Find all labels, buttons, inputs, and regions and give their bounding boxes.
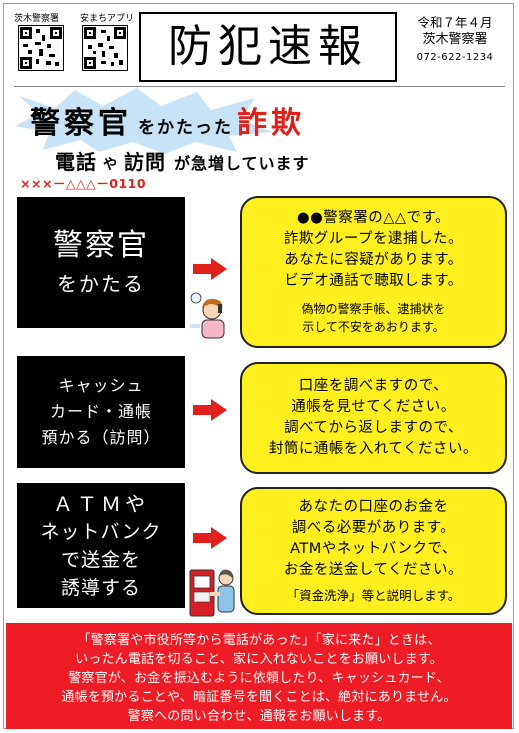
footer-line: 警察への問い合わせ、通報をお願いします。 [127, 709, 391, 724]
atm-user-illustration-icon [189, 569, 235, 617]
bubble-line: あなたに容疑があります。 [284, 252, 463, 268]
bubble-note: 「資金洗浄」等と説明します。 [286, 588, 461, 603]
issuer-info: 令和７年４月 茨木警察署 072-622-1234 [402, 14, 508, 67]
bubble-note: 偽物の警察手帳、逮捕状を [301, 302, 446, 316]
footer-line: いったん電話を切ること、家に入れないことをお願いします。 [75, 652, 443, 667]
tactic-line: で送金を [60, 548, 141, 571]
sub-phone: 電話 [55, 150, 97, 174]
footer-line: 通帳を預かることや、暗証番号を聞くことは、絶対にありません。 [61, 690, 457, 705]
tactic-line: をかたる [57, 271, 145, 296]
police-station-name: 茨木警察署 [422, 32, 488, 47]
tactic-line: 誘導する [60, 576, 141, 599]
bubble-line: ATMやネットバンクで、 [290, 541, 457, 557]
header-divider [14, 86, 505, 87]
page-title: 防犯速報 [168, 21, 368, 72]
bubble-line: ビデオ通話で聴取します。 [284, 273, 463, 289]
issue-date: 令和７年４月 [417, 15, 493, 30]
phone-number: 072-622-1234 [416, 52, 494, 63]
qr-code-icon[interactable] [18, 25, 64, 71]
footer-line: 警察官が、お金を振込むように依頼したり、キャッシュカード、 [68, 671, 450, 686]
headline-impersonating: をかたった [138, 118, 233, 138]
sub-visit: 訪問 [124, 150, 166, 174]
tactic-line: ＡＴＭや [53, 491, 149, 516]
qr-code-icon[interactable] [82, 25, 128, 71]
tactic-line: カード・通帳 [49, 402, 152, 421]
bubble-line: 調べる必要があります。 [291, 520, 456, 536]
tactic-box-atm: ＡＴＭや ネットバンク で送金を 誘導する [17, 483, 185, 608]
bubble-line: ●●警察署の△△です。 [296, 210, 451, 226]
headline-police: 警察官 [30, 106, 132, 141]
tactic-line: キャッシュ [58, 376, 144, 395]
bubble-line: 詐欺グループを逮捕した。 [283, 231, 464, 247]
qr-codes: 茨木警察署 安まちアプリ [14, 11, 135, 86]
tactic-box-card: キャッシュ カード・通帳 預かる（訪問） [17, 356, 185, 468]
caller-id: ×××－△△△－0110 [20, 176, 147, 191]
qr-right-label: 安まちアプリ [80, 14, 135, 24]
sub-or: や [103, 157, 118, 173]
subheadline: 電話や訪問が急増しています [55, 146, 310, 175]
tactic-line: ネットバンク [40, 520, 162, 543]
bubble-line: 通帳を見せてください。 [291, 399, 456, 415]
right-arrow-icon [193, 527, 227, 549]
footer-line: 「警察署や市役所等から電話があった」「家に来た」ときは、 [77, 633, 441, 648]
scam-speech-bubble: 口座を調べますので、 通帳を見せてください。 調べてから返しますので、 封筒に通… [240, 362, 507, 474]
right-arrow-icon [193, 399, 227, 421]
right-arrow-icon [193, 258, 227, 280]
bubble-line: お金を送金してください。 [283, 562, 464, 578]
bubble-line: 調べてから返しますので、 [284, 420, 463, 436]
bubble-line: あなたの口座のお金を [298, 499, 449, 515]
headline-fraud: 詐欺 [237, 106, 305, 141]
bubble-note: 示して不安をあおります。 [302, 320, 445, 334]
bubble-line: 口座を調べますので、 [298, 378, 449, 394]
sub-increasing: が急増しています [174, 154, 310, 173]
warning-footer: 「警察署や市役所等から電話があった」「家に来た」ときは、 いったん電話を切ること… [6, 623, 512, 729]
burst-shape [15, 88, 273, 154]
scam-speech-bubble: あなたの口座のお金を 調べる必要があります。 ATMやネットバンクで、 お金を送… [240, 487, 507, 615]
qr-left-label: 茨木警察署 [14, 14, 60, 24]
scam-speech-bubble: ●●警察署の△△です。 詐欺グループを逮捕した。 あなたに容疑があります。 ビデ… [240, 196, 507, 348]
tactic-line: 預かる（訪問） [41, 428, 161, 447]
tactic-line: 警察官 [53, 227, 149, 263]
tactic-box-police: 警察官 をかたる [17, 197, 185, 328]
phone-user-illustration-icon [190, 292, 225, 339]
bubble-line: 封筒に通帳を入れてください。 [268, 441, 479, 457]
bulletin-title-box: 防犯速報 [139, 12, 397, 82]
headline: 警察官をかたった詐欺 [30, 98, 305, 142]
